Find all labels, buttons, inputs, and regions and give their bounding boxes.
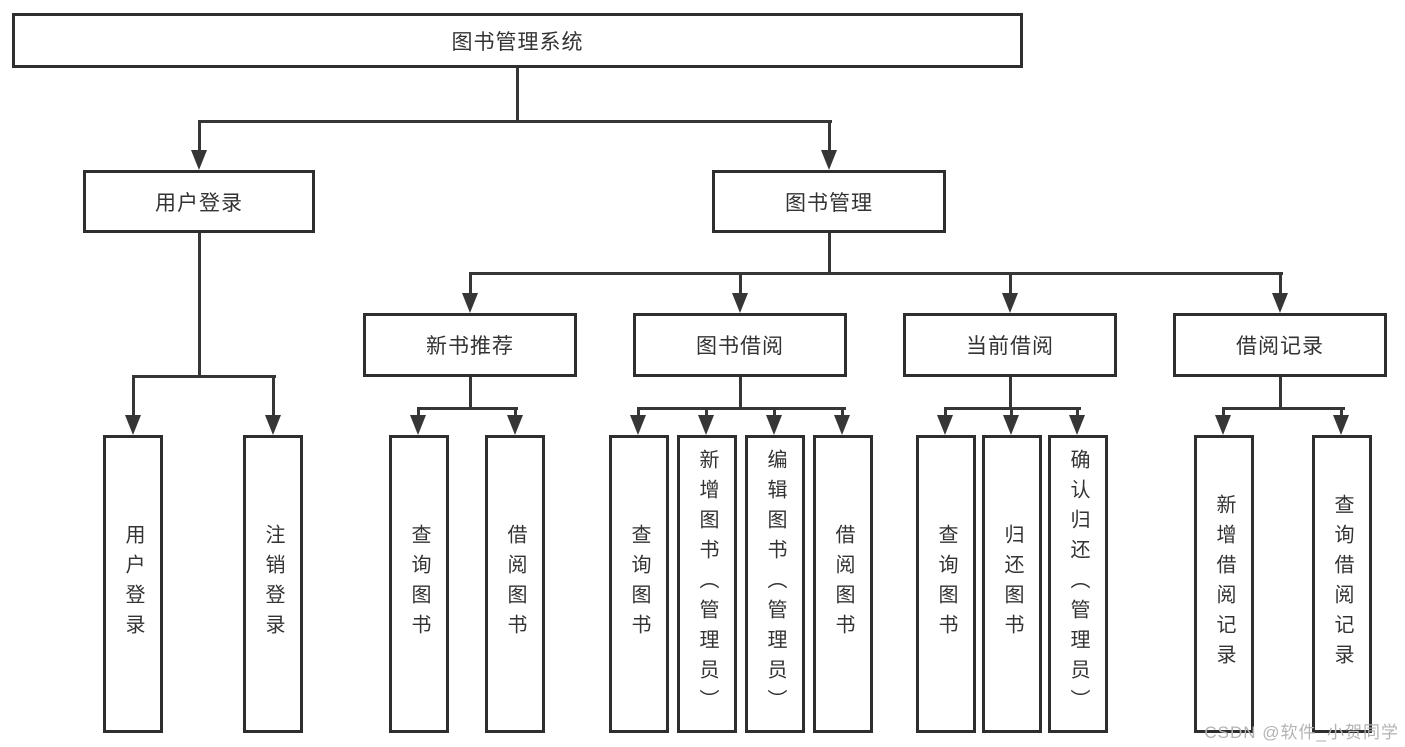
arrowhead-down-icon (507, 415, 523, 435)
arrowhead-down-icon (1215, 415, 1231, 435)
node-book-borrow-label: 图书借阅 (696, 335, 784, 358)
arrowhead-down-icon (265, 415, 281, 435)
leaf-return-books: 归还图书 (982, 435, 1042, 733)
connector-drop-leaf (1076, 407, 1079, 419)
connector-drop-leaf (1340, 407, 1343, 419)
csdn-watermark: CSDN @软件_小贺同学 (1204, 723, 1399, 742)
connector-drop-leaf (514, 407, 517, 419)
connector-root-branch (198, 120, 832, 123)
node-current-borrow-label: 当前借阅 (966, 335, 1054, 358)
connector-drop-borrow-records (1279, 272, 1282, 296)
connector-drop-leaf (841, 407, 844, 419)
connector-new-book-recommend-stem (469, 377, 472, 410)
node-book-management: 图书管理 (712, 170, 946, 233)
leaf-logout-label: 注销登录 (262, 524, 284, 644)
arrowhead-down-icon (1333, 415, 1349, 435)
arrowhead-down-icon (1003, 415, 1019, 435)
leaf-query-borrow-record-label: 查询借阅记录 (1331, 494, 1353, 674)
arrowhead-down-icon (125, 415, 141, 435)
leaf-borrow-books-1: 借阅图书 (485, 435, 545, 733)
leaf-add-borrow-record: 新增借阅记录 (1194, 435, 1254, 733)
node-current-borrow: 当前借阅 (903, 313, 1117, 377)
leaf-borrow-books-2: 借阅图书 (813, 435, 873, 733)
leaf-borrow-books-2-label: 借阅图书 (832, 524, 854, 644)
connector-new-book-recommend-branch (418, 407, 518, 410)
connector-drop-book-borrow (739, 272, 742, 296)
leaf-user-login: 用户登录 (103, 435, 163, 733)
arrowhead-down-icon (821, 150, 837, 170)
arrowhead-down-icon (1002, 293, 1018, 313)
connector-drop-leaf (417, 407, 420, 419)
connector-book-borrow-branch (638, 407, 846, 410)
connector-drop-leaf (637, 407, 640, 419)
arrowhead-down-icon (766, 415, 782, 435)
leaf-confirm-return-admin: 确认归还（管理员） (1048, 435, 1108, 733)
node-user-login: 用户登录 (83, 170, 315, 233)
arrowhead-down-icon (630, 415, 646, 435)
arrowhead-down-icon (410, 415, 426, 435)
node-book-borrow: 图书借阅 (633, 313, 847, 377)
arrowhead-down-icon (834, 415, 850, 435)
connector-drop-user-login (198, 120, 201, 152)
node-book-management-label: 图书管理 (785, 191, 873, 215)
node-borrow-records-label: 借阅记录 (1236, 335, 1324, 358)
node-root: 图书管理系统 (12, 13, 1023, 68)
connector-drop-leaf (773, 407, 776, 419)
leaf-edit-books-admin: 编辑图书（管理员） (745, 435, 805, 733)
leaf-borrow-books-1-label: 借阅图书 (504, 524, 526, 644)
leaf-add-books-admin: 新增图书（管理员） (677, 435, 737, 733)
arrowhead-down-icon (1069, 415, 1085, 435)
node-user-login-label: 用户登录 (155, 191, 243, 215)
leaf-user-login-label: 用户登录 (122, 524, 144, 644)
node-borrow-records: 借阅记录 (1173, 313, 1387, 377)
leaf-query-books-1-label: 查询图书 (408, 524, 430, 644)
leaf-query-books-2: 查询图书 (609, 435, 669, 733)
leaf-add-books-admin-label: 新增图书（管理员） (696, 449, 718, 719)
connector-book-borrow-stem (739, 377, 742, 410)
leaf-query-books-3-label: 查询图书 (935, 524, 957, 644)
connector-root-stem (516, 68, 519, 122)
connector-current-borrow-branch (945, 407, 1081, 410)
connector-drop-leaf (705, 407, 708, 419)
arrowhead-down-icon (732, 293, 748, 313)
arrowhead-down-icon (191, 150, 207, 170)
leaf-query-books-2-label: 查询图书 (628, 524, 650, 644)
arrowhead-down-icon (937, 415, 953, 435)
leaf-logout: 注销登录 (243, 435, 303, 733)
arrowhead-down-icon (1272, 293, 1288, 313)
connector-drop-new-book-recommend (469, 272, 472, 296)
connector-drop-book-management (828, 120, 831, 152)
leaf-edit-books-admin-label: 编辑图书（管理员） (764, 449, 786, 719)
leaf-return-books-label: 归还图书 (1001, 524, 1023, 644)
connector-drop-leaf-user-login (132, 375, 135, 417)
leaf-query-books-3: 查询图书 (916, 435, 976, 733)
node-new-book-recommend: 新书推荐 (363, 313, 577, 377)
leaf-query-borrow-record: 查询借阅记录 (1312, 435, 1372, 733)
arrowhead-down-icon (462, 293, 478, 313)
connector-current-borrow-stem (1009, 377, 1012, 410)
node-new-book-recommend-label: 新书推荐 (426, 335, 514, 358)
connector-book-management-stem (828, 233, 831, 275)
connector-borrow-records-branch (1223, 407, 1345, 410)
connector-drop-leaf (944, 407, 947, 419)
arrowhead-down-icon (698, 415, 714, 435)
node-root-label: 图书管理系统 (451, 30, 584, 54)
leaf-add-borrow-record-label: 新增借阅记录 (1213, 494, 1235, 674)
connector-drop-leaf (1222, 407, 1225, 419)
connector-drop-current-borrow (1009, 272, 1012, 296)
connector-user-login-stem (198, 233, 201, 377)
connector-borrow-records-stem (1279, 377, 1282, 410)
connector-user-login-branch (132, 375, 276, 378)
connector-drop-leaf-logout (272, 375, 275, 417)
connector-drop-leaf (1010, 407, 1013, 419)
leaf-query-books-1: 查询图书 (389, 435, 449, 733)
leaf-confirm-return-admin-label: 确认归还（管理员） (1067, 449, 1089, 719)
connector-book-management-branch (469, 272, 1283, 275)
